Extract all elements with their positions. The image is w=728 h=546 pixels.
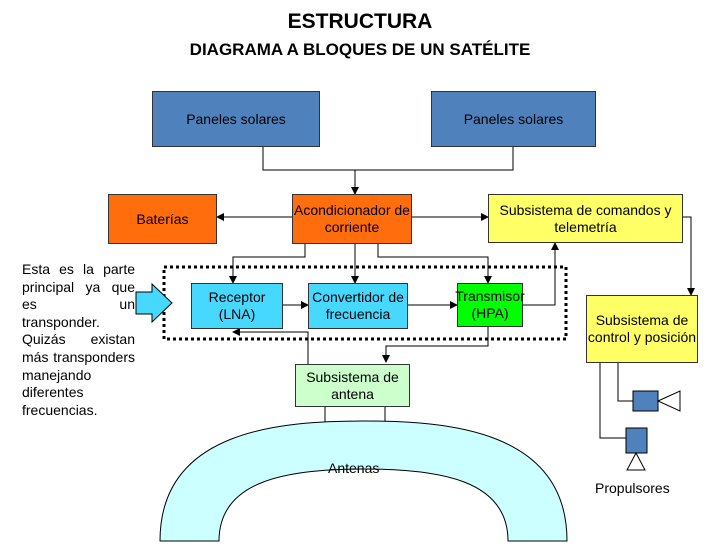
- transponder-note: Esta es la parte principal ya que es un …: [22, 261, 135, 418]
- convertidor-block: Convertidor de frecuencia: [308, 283, 408, 329]
- comandos-block: Subsistema de comandos y telemetría: [488, 194, 683, 243]
- solar-panel-right: Paneles solares: [431, 91, 596, 147]
- antenas-arch: [159, 420, 568, 542]
- solar-panel-left: Paneles solares: [152, 91, 320, 147]
- diagram-title: ESTRUCTURA: [287, 10, 433, 33]
- note-pointer-arrow: [135, 282, 173, 324]
- baterias-block: Baterías: [108, 194, 217, 244]
- thruster-vertical-icon: [625, 427, 648, 471]
- receptor-block: Receptor (LNA): [191, 283, 283, 329]
- antena-to-receptor-arrow: [232, 328, 309, 364]
- propulsores-label: Propulsores: [595, 480, 670, 496]
- control-block: Subsistema de control y posición: [586, 295, 698, 363]
- acondicionador-block: Acondicionador de corriente: [292, 194, 412, 244]
- commands-to-control-arrow: [683, 216, 695, 296]
- diagram-subtitle: DIAGRAMA A BLOQUES DE UN SATÉLITE: [189, 40, 531, 59]
- transmisor-to-antena-arrow: [382, 327, 489, 363]
- thruster-horizontal-icon: [632, 390, 681, 412]
- antenas-label: Antenas: [328, 460, 380, 476]
- power-to-receptor-arrow: [229, 240, 306, 284]
- transmisor-to-commands-arrow: [523, 242, 559, 306]
- power-to-transmisor-arrow: [377, 240, 492, 284]
- antena-subsystem-block: Subsistema de antena: [295, 364, 410, 407]
- transmisor-block: Transmisor (HPA): [455, 283, 525, 327]
